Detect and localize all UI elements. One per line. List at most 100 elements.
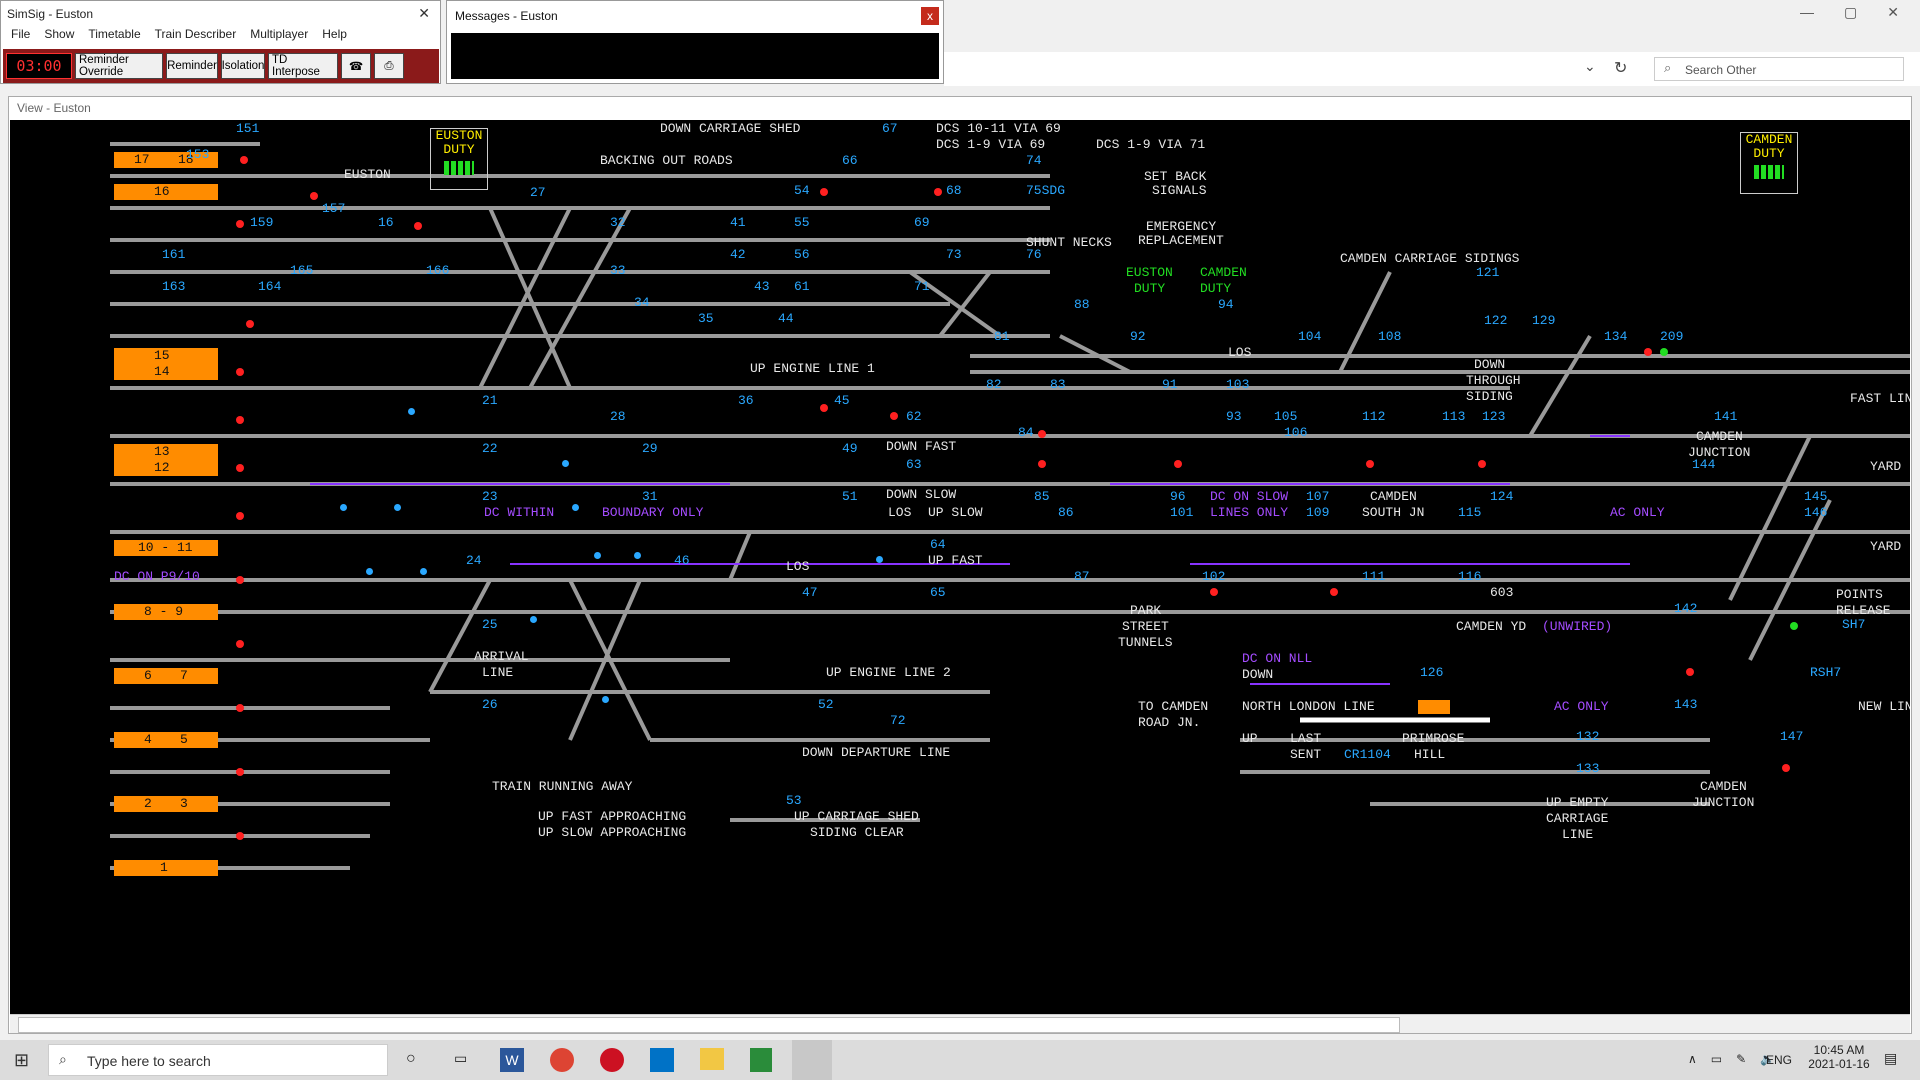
signal-123[interactable]: 123 <box>1482 409 1506 424</box>
signal-134[interactable]: 134 <box>1604 329 1628 344</box>
search-input[interactable]: Search Other <box>1654 57 1904 81</box>
signal-55[interactable]: 55 <box>794 215 810 230</box>
signal-64[interactable]: 64 <box>930 537 946 552</box>
menu-timetable[interactable]: Timetable <box>88 27 141 41</box>
signal-164[interactable]: 164 <box>258 279 282 294</box>
signal-67[interactable]: 67 <box>882 121 898 136</box>
simsig-taskbar-icon[interactable] <box>792 1040 832 1080</box>
signal-96[interactable]: 96 <box>1170 489 1186 504</box>
menu-show[interactable]: Show <box>44 27 75 41</box>
signal-92[interactable]: 92 <box>1130 329 1146 344</box>
camden-duty-box[interactable]: CAMDEN DUTY <box>1740 132 1798 194</box>
signal-28[interactable]: 28 <box>610 409 626 424</box>
signal-43[interactable]: 43 <box>754 279 770 294</box>
signal-62[interactable]: 62 <box>906 409 922 424</box>
signal-83[interactable]: 83 <box>1050 377 1066 392</box>
signal-113[interactable]: 113 <box>1442 409 1466 424</box>
signal-head[interactable] <box>1038 460 1046 468</box>
signal-116[interactable]: 116 <box>1458 569 1482 584</box>
chevron-down-icon[interactable]: ⌄ <box>1584 58 1596 74</box>
signal-53[interactable]: 53 <box>786 793 802 808</box>
signal-45[interactable]: 45 <box>834 393 850 408</box>
signal-31[interactable]: 31 <box>642 489 658 504</box>
signal-159[interactable]: 159 <box>250 215 274 230</box>
signal-147[interactable]: 147 <box>1780 729 1804 744</box>
signal-112[interactable]: 112 <box>1362 409 1386 424</box>
signal-74[interactable]: 74 <box>1026 153 1042 168</box>
signal-109[interactable]: 109 <box>1306 505 1330 520</box>
signal-head[interactable] <box>236 768 244 776</box>
signal-16[interactable]: 16 <box>378 215 394 230</box>
signal-head[interactable] <box>236 512 244 520</box>
signal-32[interactable]: 32 <box>610 215 626 230</box>
signal-head[interactable] <box>1782 764 1790 772</box>
signal-93[interactable]: 93 <box>1226 409 1242 424</box>
signal-82[interactable]: 82 <box>986 377 1002 392</box>
signal-56[interactable]: 56 <box>794 247 810 262</box>
signal-head[interactable] <box>1686 668 1694 676</box>
signal-47[interactable]: 47 <box>802 585 818 600</box>
signal-22[interactable]: 22 <box>482 441 498 456</box>
isolation-button[interactable]: Isolation <box>221 53 265 79</box>
signal-157[interactable]: 157 <box>322 201 346 216</box>
signal-head[interactable] <box>1174 460 1182 468</box>
signal-104[interactable]: 104 <box>1298 329 1322 344</box>
signal-26[interactable]: 26 <box>482 697 498 712</box>
signal-75sdg[interactable]: 75SDG <box>1026 183 1066 198</box>
signal-head[interactable] <box>236 220 244 228</box>
signal-head[interactable] <box>236 640 244 648</box>
printer-icon[interactable]: ⎙ <box>374 53 404 79</box>
task-view-icon[interactable]: ▭ <box>454 1050 468 1066</box>
signal-66[interactable]: 66 <box>842 153 858 168</box>
signal-61[interactable]: 61 <box>794 279 810 294</box>
signal-153[interactable]: 153 <box>186 147 210 162</box>
notepad-icon[interactable] <box>750 1048 772 1072</box>
signal-163[interactable]: 163 <box>162 279 186 294</box>
signal-54[interactable]: 54 <box>794 183 810 198</box>
signal-head[interactable] <box>820 404 828 412</box>
signal-head[interactable] <box>820 188 828 196</box>
chrome-icon[interactable] <box>550 1048 574 1072</box>
signal-166[interactable]: 166 <box>426 263 450 278</box>
signal-209[interactable]: 209 <box>1660 329 1684 344</box>
signal-head-green[interactable] <box>1660 348 1668 356</box>
signal-head[interactable] <box>236 832 244 840</box>
signal-41[interactable]: 41 <box>730 215 746 230</box>
outlook-icon[interactable] <box>650 1048 674 1072</box>
signal-46[interactable]: 46 <box>674 553 690 568</box>
sim-clock[interactable]: 03:00 <box>6 53 72 79</box>
clock[interactable]: 10:45 AM 2021-01-16 <box>1804 1043 1874 1071</box>
signal-head[interactable] <box>246 320 254 328</box>
signal-73[interactable]: 73 <box>946 247 962 262</box>
reminder-button[interactable]: Reminder <box>166 53 218 79</box>
signal-133[interactable]: 133 <box>1576 761 1600 776</box>
signal-107[interactable]: 107 <box>1306 489 1330 504</box>
signal-115[interactable]: 115 <box>1458 505 1482 520</box>
signal-42[interactable]: 42 <box>730 247 746 262</box>
menu-multiplayer[interactable]: Multiplayer <box>250 27 309 41</box>
signal-rsh7[interactable]: RSH7 <box>1810 665 1842 680</box>
signal-88[interactable]: 88 <box>1074 297 1090 312</box>
signal-94[interactable]: 94 <box>1218 297 1234 312</box>
cortana-icon[interactable]: ○ <box>406 1050 416 1067</box>
signal-head[interactable] <box>236 704 244 712</box>
signal-91[interactable]: 91 <box>1162 377 1178 392</box>
signal-102[interactable]: 102 <box>1202 569 1226 584</box>
notification-icon[interactable]: ▤ <box>1884 1050 1898 1066</box>
signal-124[interactable]: 124 <box>1490 489 1514 504</box>
signal-36[interactable]: 36 <box>738 393 754 408</box>
signal-35[interactable]: 35 <box>698 311 714 326</box>
signal-head[interactable] <box>1038 430 1046 438</box>
scrollbar-thumb[interactable] <box>18 1017 1400 1033</box>
signal-72[interactable]: 72 <box>890 713 906 728</box>
signal-87[interactable]: 87 <box>1074 569 1090 584</box>
td-interpose-button[interactable]: TD Interpose <box>268 53 338 79</box>
signal-69[interactable]: 69 <box>914 215 930 230</box>
signal-145[interactable]: 145 <box>1804 489 1828 504</box>
signal-108[interactable]: 108 <box>1378 329 1402 344</box>
signal-24[interactable]: 24 <box>466 553 482 568</box>
train-describer-berth[interactable] <box>1418 700 1450 714</box>
signal-head[interactable] <box>414 222 422 230</box>
signal-105[interactable]: 105 <box>1274 409 1298 424</box>
